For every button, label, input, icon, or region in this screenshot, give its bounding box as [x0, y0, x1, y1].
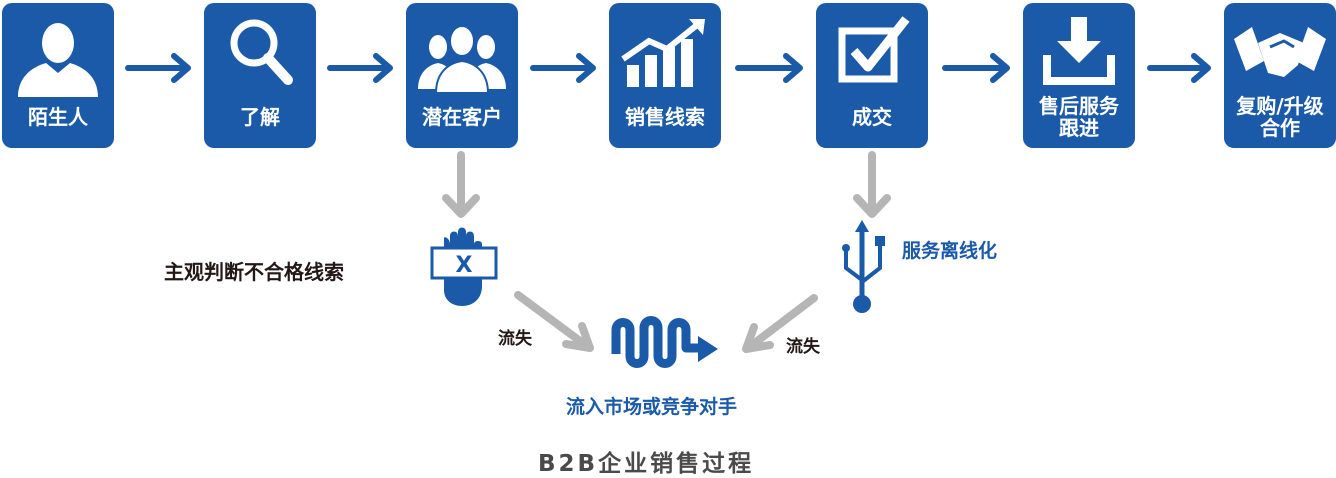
flow-arrow — [530, 53, 596, 83]
loss-label-right: 流失 — [786, 337, 820, 357]
step-label: 了解 — [240, 104, 280, 129]
loss-label-left: 流失 — [498, 329, 532, 349]
hand-reject-icon: X — [430, 227, 498, 306]
step-prospect: 潜在客户 — [406, 3, 518, 148]
step-sales-lead: 销售线索 — [609, 3, 721, 148]
people-group-icon — [418, 25, 506, 94]
flow-arrow — [1147, 53, 1211, 83]
offline-service-label: 服务离线化 — [902, 240, 998, 262]
flow-arrow — [942, 53, 1010, 83]
outcome-label: 流入市场或竞争对手 — [566, 396, 738, 418]
flow-arrow — [327, 53, 393, 83]
flow-arrow — [735, 53, 803, 83]
branch-arrow-right — [853, 151, 891, 218]
magnifier-icon — [230, 19, 293, 85]
step-label: 复购/升级 合作 — [1236, 93, 1324, 140]
step-label: 潜在客户 — [422, 104, 502, 129]
step-label: 陌生人 — [28, 104, 88, 129]
step-stranger: 陌生人 — [2, 3, 114, 148]
step-after-sales: 售后服务 跟进 — [1023, 3, 1135, 148]
step-understand: 了解 — [204, 3, 316, 148]
unqualified-lead-label: 主观判断不合格线索 — [164, 260, 344, 284]
download-icon — [1043, 17, 1115, 85]
wave-arrow-icon — [611, 316, 718, 368]
step-label: 成交 — [852, 104, 892, 129]
flow-arrow — [125, 53, 191, 83]
person-icon — [18, 23, 98, 97]
branch-arrow-left — [442, 151, 480, 218]
svg-text:X: X — [456, 253, 473, 278]
step-label: 售后服务 跟进 — [1039, 93, 1119, 140]
step-label: 销售线索 — [625, 104, 705, 129]
usb-icon — [842, 220, 885, 313]
loss-arrow-right — [742, 294, 818, 353]
loss-arrow-left — [514, 291, 594, 352]
growth-chart-icon — [621, 19, 705, 87]
checkbox-icon — [838, 16, 910, 83]
step-repurchase: 复购/升级 合作 — [1224, 3, 1336, 148]
step-deal: 成交 — [816, 3, 928, 148]
handshake-icon — [1234, 27, 1326, 77]
